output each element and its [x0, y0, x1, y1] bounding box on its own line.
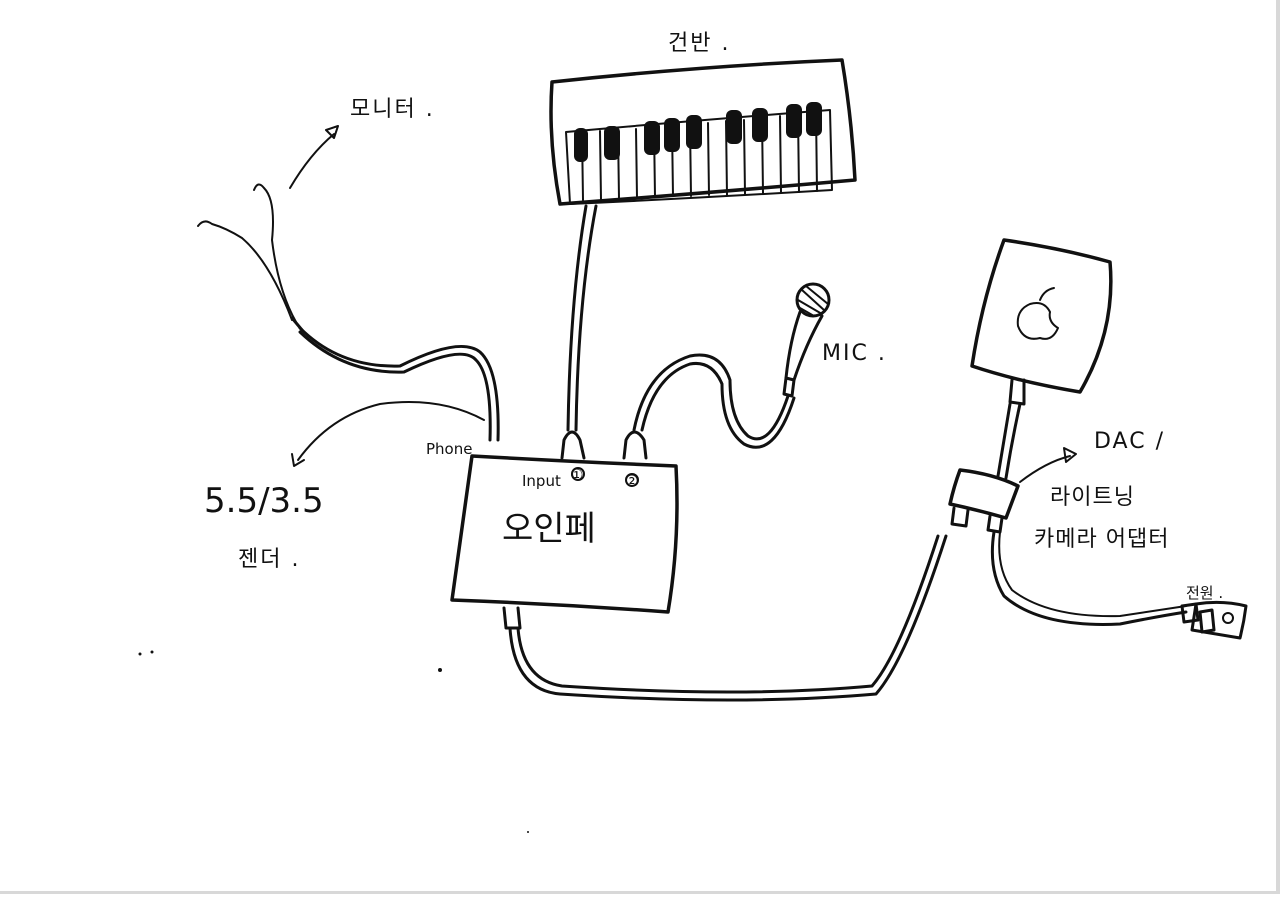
power-cable	[990, 530, 1188, 626]
adapter-arrow	[297, 401, 485, 461]
input1-jack	[560, 430, 586, 460]
keyboard-black-keys	[574, 102, 822, 162]
adapter-gender-label: 젠더 .	[238, 547, 300, 572]
lightning-adapter-drawing	[948, 468, 1020, 534]
earphones-drawing	[197, 183, 500, 442]
microphone-drawing	[782, 282, 831, 398]
audio-interface-drawing	[450, 454, 679, 614]
monitor-arrow	[289, 133, 335, 189]
lightning-label-line1: 라이트닝	[1050, 485, 1135, 510]
input-label: Input	[522, 472, 561, 490]
keyboard-drawing	[549, 58, 857, 206]
frame-edge-bottom	[0, 891, 1280, 894]
lightning-label-line2: 카메라 어댑터	[1034, 527, 1169, 552]
input-port-1-label: ①	[570, 466, 583, 484]
power-outlet-drawing	[1180, 600, 1248, 640]
input-port-2-label: ②	[625, 472, 638, 490]
frame-edge-right	[1276, 0, 1280, 894]
interface-output-jack	[502, 606, 522, 630]
input2-jack	[622, 430, 648, 460]
tablet-drawing	[970, 238, 1113, 394]
monitor-label: 모니터 .	[350, 97, 435, 122]
apple-logo-icon	[1016, 287, 1059, 340]
dac-arrow	[1019, 455, 1071, 483]
mic-cable	[632, 353, 790, 441]
mic-label: MIC .	[822, 341, 887, 366]
keyboard-cable	[566, 204, 588, 432]
phone-label: Phone	[426, 440, 472, 458]
interface-label: 오인페	[502, 509, 596, 549]
interface-usb-cable	[508, 534, 948, 702]
dac-label: DAC /	[1094, 429, 1165, 454]
adapter-size-label: 5.5/3.5	[204, 481, 324, 521]
power-label: 전원 .	[1186, 584, 1223, 602]
keyboard-label: 건반 .	[668, 31, 730, 56]
